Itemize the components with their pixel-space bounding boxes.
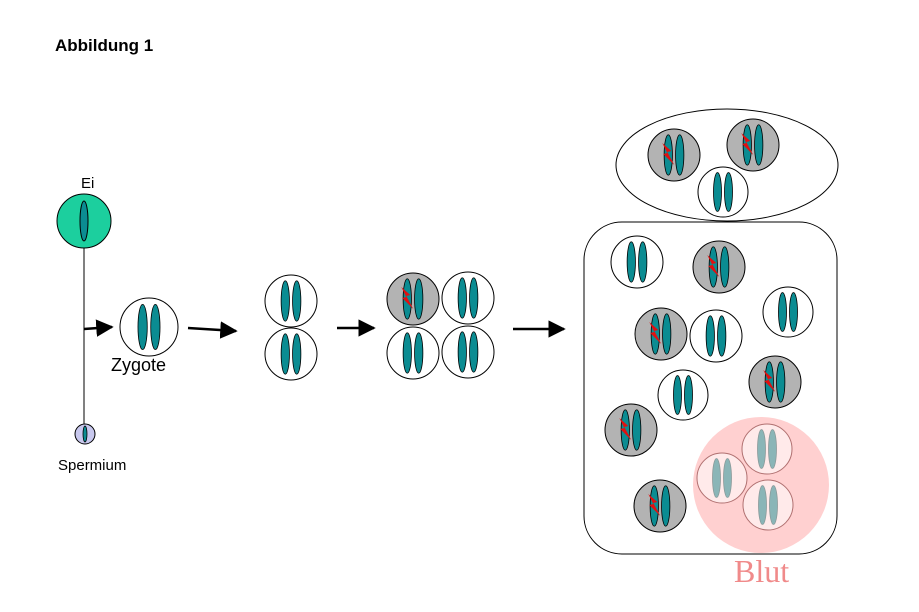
lightning-bolt-icon bbox=[401, 287, 414, 309]
mutated-cell bbox=[647, 128, 701, 182]
chromosome bbox=[414, 278, 424, 320]
arrow-right-icon bbox=[187, 321, 238, 339]
blood-cell bbox=[696, 452, 748, 504]
chromosome bbox=[712, 458, 721, 498]
normal-cell bbox=[386, 326, 440, 380]
chromosome bbox=[778, 292, 787, 332]
normal-cell bbox=[657, 369, 709, 421]
sperm-cell bbox=[74, 423, 96, 445]
chromosome bbox=[626, 241, 636, 283]
chromosome bbox=[280, 333, 290, 375]
chromosome bbox=[754, 124, 764, 166]
chromosome bbox=[789, 292, 798, 332]
mutated-cell bbox=[634, 307, 688, 361]
normal-cell bbox=[441, 271, 495, 325]
lightning-bolt-icon bbox=[763, 370, 776, 392]
figure-title: Abbildung 1 bbox=[55, 36, 154, 55]
chromosome bbox=[292, 280, 302, 322]
chromosome bbox=[684, 375, 693, 415]
chromosome bbox=[469, 331, 479, 373]
chromosome bbox=[675, 134, 685, 176]
egg-label: Ei bbox=[81, 175, 95, 192]
mutated-cell bbox=[386, 272, 440, 326]
chromosome bbox=[457, 331, 467, 373]
mutated-cell bbox=[604, 403, 658, 457]
lightning-bolt-icon bbox=[648, 494, 661, 516]
egg-cell bbox=[56, 193, 112, 249]
chromosome bbox=[632, 409, 642, 451]
chromosome bbox=[720, 246, 730, 288]
zygote-label: Zygote bbox=[111, 355, 167, 375]
lightning-bolt-icon bbox=[741, 133, 754, 155]
normal-cell bbox=[762, 286, 814, 338]
chromosome bbox=[757, 429, 766, 469]
chromosome bbox=[713, 172, 722, 212]
mutated-cell bbox=[748, 355, 802, 409]
chromosome bbox=[469, 277, 479, 319]
chromosome bbox=[661, 485, 671, 527]
chromosome bbox=[414, 332, 424, 374]
chromosome bbox=[280, 280, 290, 322]
normal-cell bbox=[264, 327, 318, 381]
mutated-cell bbox=[726, 118, 780, 172]
mutated-cell bbox=[692, 240, 746, 294]
sperm-label: Spermium bbox=[58, 457, 127, 474]
chromosome bbox=[758, 485, 767, 525]
chromosome bbox=[723, 458, 732, 498]
blood-cell bbox=[741, 423, 793, 475]
blood-label: Blut bbox=[734, 553, 790, 589]
lightning-bolt-icon bbox=[649, 322, 662, 344]
chromosome bbox=[769, 485, 778, 525]
chromosome bbox=[705, 315, 715, 357]
chromosome bbox=[717, 315, 727, 357]
chromosome bbox=[457, 277, 467, 319]
blood-cell bbox=[742, 479, 794, 531]
arrow-right-icon bbox=[83, 319, 114, 337]
normal-cell bbox=[441, 325, 495, 379]
chromosome bbox=[292, 333, 302, 375]
normal-cell bbox=[697, 166, 749, 218]
normal-cell bbox=[689, 309, 743, 363]
cells-layer bbox=[119, 118, 814, 533]
chromosome bbox=[402, 332, 412, 374]
mutated-cell bbox=[633, 479, 687, 533]
chromosome bbox=[768, 429, 777, 469]
chromosome bbox=[662, 313, 672, 355]
lightning-bolt-icon bbox=[707, 255, 720, 277]
lightning-bolt-icon bbox=[662, 143, 675, 165]
chromosome bbox=[776, 361, 786, 403]
normal-cell bbox=[119, 297, 179, 357]
chromosome bbox=[724, 172, 733, 212]
chromosome bbox=[150, 303, 161, 351]
chromosome bbox=[638, 241, 648, 283]
normal-cell bbox=[610, 235, 664, 289]
lightning-bolt-icon bbox=[619, 418, 632, 440]
chromosome bbox=[137, 303, 148, 351]
normal-cell bbox=[264, 274, 318, 328]
chromosome bbox=[673, 375, 682, 415]
